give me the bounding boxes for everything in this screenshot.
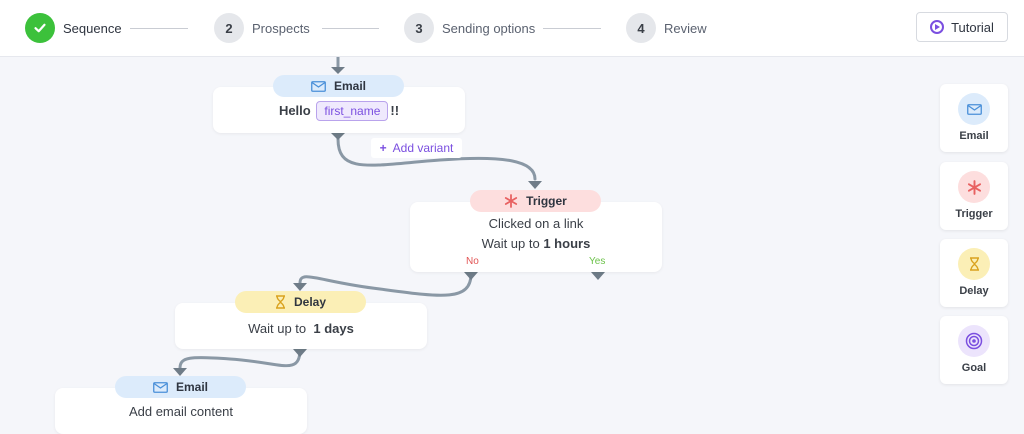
email-content-placeholder: Add email content xyxy=(128,404,234,419)
connector-delay-email xyxy=(178,347,302,370)
greeting-suffix: !! xyxy=(390,103,400,118)
arrow-head xyxy=(293,349,307,357)
step-label: Review xyxy=(664,20,707,36)
palette-label: Goal xyxy=(961,362,987,374)
arrow-head xyxy=(331,133,345,140)
delay-value: 1 days xyxy=(313,321,354,336)
step-divider xyxy=(543,28,601,29)
palette-trigger[interactable]: Trigger xyxy=(940,162,1008,230)
arrow-head xyxy=(464,272,478,280)
step-number: 2 xyxy=(214,13,244,43)
sequence-canvas[interactable]: Hello first_name!! Email + Add variant C… xyxy=(0,57,1024,434)
palette-email[interactable]: Email xyxy=(940,84,1008,152)
stepper-header: Sequence 2 Prospects 3 Sending options 4… xyxy=(0,0,1024,57)
palette-goal[interactable]: Goal xyxy=(940,316,1008,384)
branch-yes-label: Yes xyxy=(589,256,606,267)
palette-label: Delay xyxy=(959,285,989,297)
palette-delay[interactable]: Delay xyxy=(940,239,1008,307)
step-sending-options[interactable]: 3 Sending options xyxy=(404,12,535,44)
pill-label: Email xyxy=(175,380,208,394)
trigger-step-card[interactable]: Clicked on a link Wait up to 1 hours No … xyxy=(410,202,662,272)
arrow-head xyxy=(173,368,187,376)
asterisk-icon xyxy=(958,171,990,203)
email-step-pill[interactable]: Email xyxy=(273,75,404,97)
email-step-pill-2[interactable]: Email xyxy=(115,376,246,398)
connector-email-trigger xyxy=(336,137,537,181)
trigger-step-pill[interactable]: Trigger xyxy=(470,190,601,212)
add-variant-label: Add variant xyxy=(392,141,454,155)
tutorial-button[interactable]: Tutorial xyxy=(916,12,1008,42)
envelope-icon xyxy=(153,381,168,393)
step-divider xyxy=(322,28,379,29)
arrow-head xyxy=(293,283,307,291)
branch-no-label: No xyxy=(466,256,479,267)
connector-trigger-delay xyxy=(298,272,473,297)
trigger-wait-line: Wait up to 1 hours xyxy=(410,236,662,251)
play-icon xyxy=(930,20,945,34)
delay-prefix: Wait up to xyxy=(248,321,307,336)
asterisk-icon xyxy=(504,194,518,208)
arrow-head xyxy=(591,272,605,280)
envelope-icon xyxy=(958,93,990,125)
step-label: Sending options xyxy=(442,20,536,36)
hourglass-icon xyxy=(275,295,286,309)
add-variant-button[interactable]: + Add variant xyxy=(371,138,462,158)
step-label: Prospects xyxy=(252,20,310,36)
pill-label: Trigger xyxy=(526,194,567,208)
step-number: 3 xyxy=(404,13,434,43)
step-divider xyxy=(130,28,188,29)
target-icon xyxy=(958,325,990,357)
palette-label: Trigger xyxy=(955,208,993,220)
step-label: Sequence xyxy=(63,20,122,36)
envelope-icon xyxy=(311,80,326,92)
connector-lines xyxy=(173,57,605,434)
hourglass-icon xyxy=(958,248,990,280)
tutorial-label: Tutorial xyxy=(951,19,994,35)
pill-label: Delay xyxy=(293,295,327,309)
step-sequence[interactable]: Sequence xyxy=(25,12,122,44)
email-greeting-line: Hello first_name!! xyxy=(213,101,465,121)
wait-prefix: Wait up to xyxy=(481,236,540,251)
wait-value: 1 hours xyxy=(543,236,591,251)
step-number: 4 xyxy=(626,13,656,43)
pill-label: Email xyxy=(333,79,366,93)
check-icon xyxy=(25,13,55,43)
delay-wait-line: Wait up to 1 days xyxy=(175,321,427,336)
arrow-head xyxy=(331,67,345,74)
step-prospects[interactable]: 2 Prospects xyxy=(214,12,310,44)
greeting-text: Hello xyxy=(278,103,311,118)
palette-label: Email xyxy=(959,130,989,142)
trigger-condition: Clicked on a link xyxy=(488,216,584,231)
delay-step-pill[interactable]: Delay xyxy=(235,291,366,313)
plus-icon: + xyxy=(379,141,387,155)
arrow-head xyxy=(528,181,542,189)
first-name-variable[interactable]: first_name xyxy=(316,101,389,121)
step-review[interactable]: 4 Review xyxy=(626,12,707,44)
